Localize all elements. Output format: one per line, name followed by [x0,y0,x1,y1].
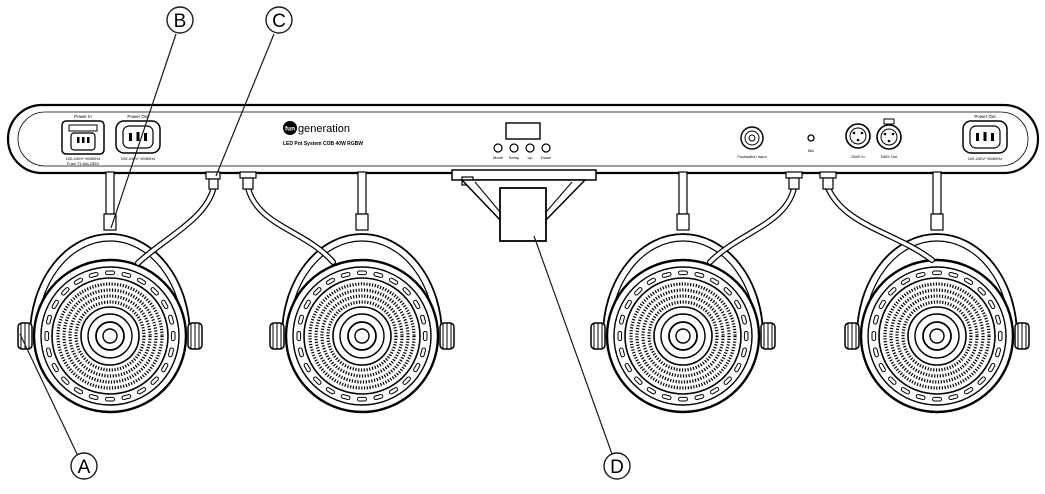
tilt-knob [439,322,455,350]
callouts: A B C D [19,6,631,480]
power-in-label: Power In [74,114,92,119]
down-button [541,143,551,153]
par-can-4 [844,171,1030,414]
dmx-in-connector: DMX In [845,123,871,159]
callout-b: B [174,11,187,32]
power-in-rating-1: 100-240V~50/60Hz [66,156,101,161]
par-cans [17,171,1030,414]
power-out-right-rating: 100-240V~50/60Hz [968,156,1003,161]
stand-mount-bracket [451,169,597,242]
par-can-2 [269,171,455,414]
up-label: Up [527,155,533,160]
callout-d-circle [603,452,631,480]
logo-circle [283,121,297,135]
stand-socket [499,187,547,242]
power-in-rating-2: Fuse T1.6AL250V [67,161,100,166]
cable-par-1 [135,187,216,266]
mode-button [493,143,503,153]
cable-par-2 [245,185,336,265]
footswitch-label: Footswitch Input [737,154,767,159]
power-out-right-label: Power Out [974,114,996,119]
cable-connectors [205,171,837,190]
par-can-3 [590,171,776,414]
logo-word: generation [298,123,350,135]
tilt-knob [269,322,285,350]
power-in-socket: Power In 100-240V~50/60Hz Fuse T1.6AL250… [61,114,105,166]
lcd-display [505,122,541,140]
footswitch-input: Footswitch Input [737,126,767,159]
leader-a [19,333,79,457]
mode-label: Mode [493,155,504,160]
tilt-knob [760,322,776,350]
dmx-out-label: DMX Out [881,154,898,159]
connector-4 [819,171,837,190]
connector-2 [239,171,257,190]
tilt-knob [590,322,606,350]
down-label: Down [541,155,551,160]
tilt-knob [844,322,860,350]
tilt-knob [1014,322,1030,350]
callout-a: A [78,457,91,478]
up-button [525,143,535,153]
power-cables [135,185,935,266]
mic-label: Mic [808,148,814,153]
cable-par-4 [825,185,935,263]
dmx-out-connector: DMX Out [876,118,902,159]
brand-logo: fun generation LED Pot System COB 40W RG… [283,121,363,147]
power-out-left-label: Power Out [127,114,149,119]
control-buttons: Mode Setup Up Down [493,143,551,160]
power-out-right-socket: Power Out 100-240V~50/60Hz [962,114,1008,161]
power-out-left-rating: 100-240V~50/60Hz [121,156,156,161]
par-can-1 [17,171,203,414]
setup-label: Setup [509,155,520,160]
dmx-in-label: DMX In [851,154,864,159]
mic-hole: Mic [807,134,815,153]
leader-d [533,235,613,455]
leader-b [110,33,177,229]
callout-b-circle [166,6,194,34]
cable-par-3 [707,185,797,265]
control-panel: Mode Setup Up Down [493,122,551,160]
connector-3 [785,171,803,190]
leader-c [215,33,275,177]
tilt-knob [187,322,203,350]
callout-d: D [610,457,624,478]
callout-c: C [272,11,286,32]
setup-button [509,143,519,153]
tilt-knob [17,322,33,350]
callout-a-circle [70,452,98,480]
connector-c [205,171,221,190]
logo-mark: fun [285,126,295,133]
callout-c-circle [265,6,293,34]
product-name: LED Pot System COB 40W RGBW [283,141,363,147]
power-out-left-socket: Power Out 100-240V~50/60Hz [115,114,161,161]
